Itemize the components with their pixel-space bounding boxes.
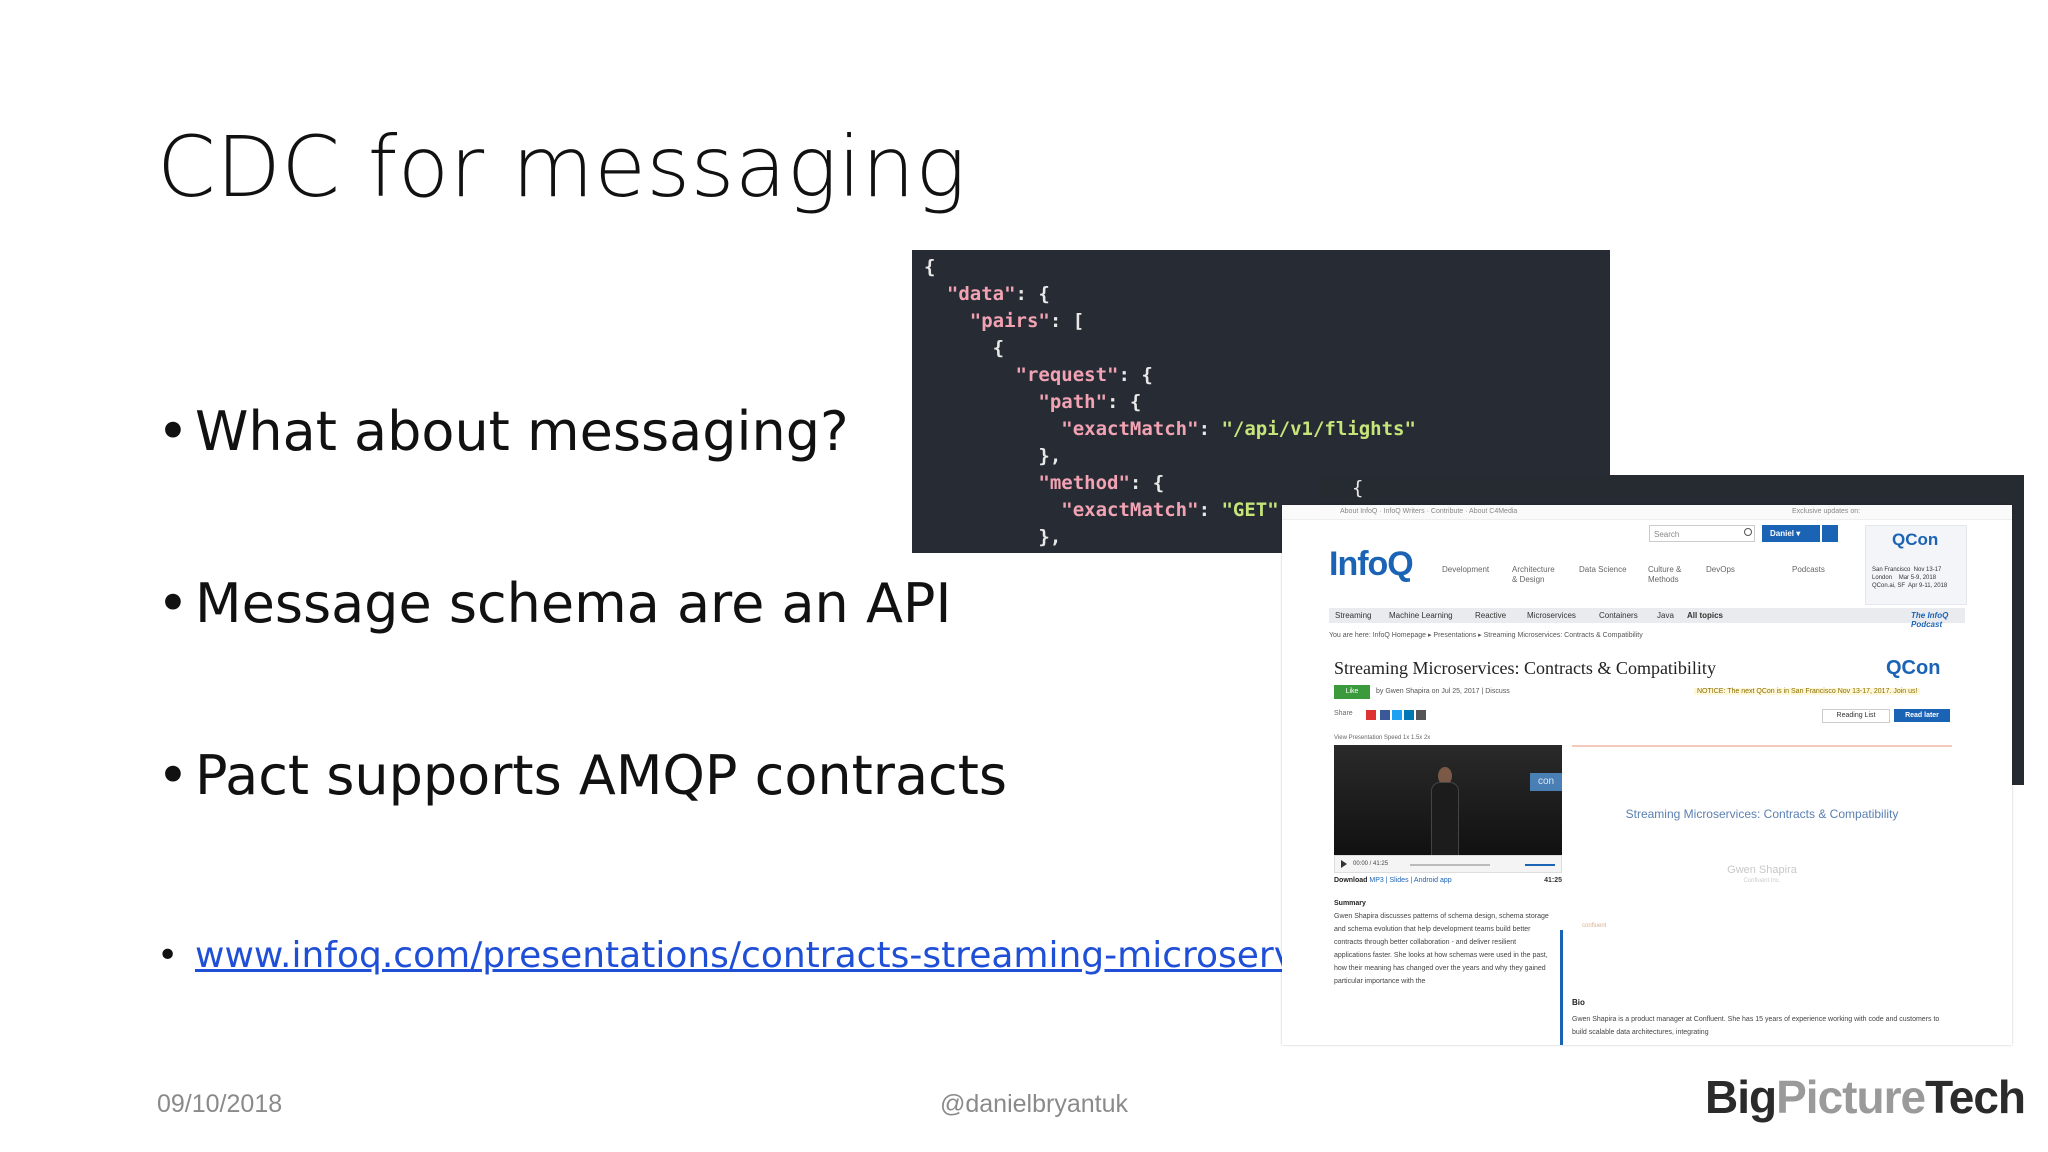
summary-section: Summary Gwen Shapira discusses patterns …	[1334, 897, 1554, 988]
slide-preview-speaker: Gwen Shapira	[1727, 864, 1797, 876]
topic-menu: Streaming Machine Learning Reactive Micr…	[1329, 608, 1965, 629]
search-input[interactable]: Search	[1649, 525, 1755, 542]
bullet-dot: •	[157, 572, 189, 635]
bullet-item: •Message schema are an API	[157, 572, 951, 635]
footer-handle: @danielbryantuk	[940, 1090, 1128, 1118]
qcon-badge[interactable]: QCon	[1886, 657, 1941, 679]
video-progress[interactable]	[1410, 864, 1490, 866]
menu-item[interactable]: Reactive	[1475, 611, 1507, 620]
bullet-dot: •	[157, 744, 189, 807]
code-line: "pairs": [	[969, 310, 1085, 332]
qcon-dates: San Francisco Nov 13-17 London Mar 5-9, …	[1872, 567, 1948, 589]
slide-preview[interactable]: Streaming Microservices: Contracts & Com…	[1572, 745, 1952, 937]
read-later-button[interactable]: Read later	[1894, 709, 1950, 722]
play-icon[interactable]	[1341, 860, 1347, 868]
slide-preview-title: Streaming Microservices: Contracts & Com…	[1625, 807, 1899, 821]
footer-date: 09/10/2018	[157, 1090, 283, 1118]
brand-tech: Tech	[1925, 1071, 2026, 1123]
download-label: Download	[1334, 877, 1368, 884]
slide-title: CDC for messaging	[157, 118, 967, 216]
bigpicturetech-logo: BigPictureTech	[1705, 1070, 2026, 1124]
menu-item[interactable]: Microservices	[1527, 611, 1576, 620]
qcon-logo: QCon	[1892, 530, 1939, 549]
code-line: {	[924, 256, 936, 278]
search-icon[interactable]	[1744, 528, 1752, 536]
article-title: Streaming Microservices: Contracts & Com…	[1334, 658, 1716, 678]
menu-item[interactable]: Java	[1657, 611, 1674, 620]
bell-icon[interactable]	[1822, 525, 1838, 542]
code-brace: {	[1352, 477, 1364, 499]
download-row: Download MP3 | Slides | Android app 41:2…	[1334, 877, 1562, 884]
slide-preview-company: Confluent Inc.	[1743, 878, 1781, 884]
code-line: "method": {	[1038, 472, 1165, 494]
bullet-text: Pact supports AMQP contracts	[195, 744, 1008, 807]
link-bullet: • www.infoq.com/presentations/contracts-s…	[157, 935, 1366, 976]
brand-big: Big	[1705, 1071, 1777, 1123]
infoq-page-screenshot: About InfoQ · InfoQ Writers · Contribute…	[1282, 505, 2012, 1045]
menu-item[interactable]: Containers	[1599, 611, 1638, 620]
menu-item[interactable]: Streaming	[1335, 611, 1372, 620]
byline: by Gwen Shapira on Jul 25, 2017 | Discus…	[1376, 688, 1510, 695]
bullet-dot: •	[157, 935, 179, 976]
notice-banner: NOTICE: The next QCon is in San Francisc…	[1694, 688, 1921, 695]
podcast-link[interactable]: The InfoQ Podcast	[1911, 611, 1949, 629]
nav-devops[interactable]: DevOps	[1706, 565, 1735, 574]
bullet-item: •What about messaging?	[157, 400, 849, 463]
slide-preview-logo: confluent	[1582, 923, 1607, 929]
top-strip: About InfoQ · InfoQ Writers · Contribute…	[1282, 505, 2012, 520]
infoq-presentation-link[interactable]: www.infoq.com/presentations/contracts-st…	[195, 935, 1366, 976]
like-button[interactable]: Like	[1334, 685, 1370, 699]
code-line: "request": {	[1015, 364, 1153, 386]
summary-heading: Summary	[1334, 900, 1366, 907]
video-time: 00:00 / 41:25	[1353, 861, 1389, 867]
stage-logo: con	[1530, 773, 1562, 791]
qcon-ad[interactable]: QCon San Francisco Nov 13-17 London Mar …	[1865, 525, 1967, 605]
download-links[interactable]: MP3 | Slides | Android app	[1369, 877, 1452, 884]
user-menu-button[interactable]: Daniel ▾	[1762, 525, 1820, 542]
video-controls: 00:00 / 41:25	[1334, 855, 1562, 873]
volume-slider[interactable]	[1525, 864, 1555, 866]
menu-item[interactable]: All topics	[1687, 611, 1724, 620]
video-player[interactable]: con	[1334, 745, 1562, 855]
infoq-logo: InfoQ	[1329, 545, 1414, 583]
brand-picture: Picture	[1776, 1071, 1926, 1123]
nav-data-science[interactable]: Data Science	[1579, 565, 1627, 574]
bullet-text: Message schema are an API	[195, 572, 952, 635]
bullet-dot: •	[157, 400, 189, 463]
bullet-text: What about messaging?	[195, 400, 849, 463]
code-line: },	[924, 526, 1062, 548]
code-line: "path": {	[1038, 391, 1142, 413]
code-line: {	[924, 337, 1005, 359]
scroll-indicator	[1560, 930, 1563, 1045]
share-icons[interactable]	[1366, 710, 1426, 720]
reading-list-button[interactable]: Reading List	[1822, 709, 1890, 723]
summary-text: Gwen Shapira discusses patterns of schem…	[1334, 913, 1549, 985]
bullet-item: •Pact supports AMQP contracts	[157, 744, 1007, 807]
bio-text: Gwen Shapira is a product manager at Con…	[1572, 1016, 1940, 1036]
code-line: "exactMatch": "GET"	[1061, 499, 1279, 521]
menu-item[interactable]: Machine Learning	[1389, 611, 1453, 620]
nav-architecture[interactable]: Architecture & Design	[1512, 565, 1555, 584]
nav-culture[interactable]: Culture & Methods	[1648, 565, 1682, 584]
nav-podcasts[interactable]: Podcasts	[1792, 565, 1825, 574]
breadcrumb: You are here: InfoQ Homepage ▸ Presentat…	[1329, 632, 1643, 639]
bio-heading: Bio	[1572, 998, 1585, 1007]
code-line: "data": {	[946, 283, 1050, 305]
nav-development[interactable]: Development	[1442, 565, 1490, 574]
code-line: },	[924, 445, 1062, 467]
video-duration: 41:25	[1544, 877, 1562, 884]
speaker-image	[1430, 767, 1460, 855]
video-options[interactable]: View Presentation Speed 1x 1.5x 2x	[1334, 735, 1431, 741]
share-label: Share	[1334, 710, 1353, 717]
code-line: "exactMatch": "/api/v1/flights"	[1061, 418, 1416, 440]
